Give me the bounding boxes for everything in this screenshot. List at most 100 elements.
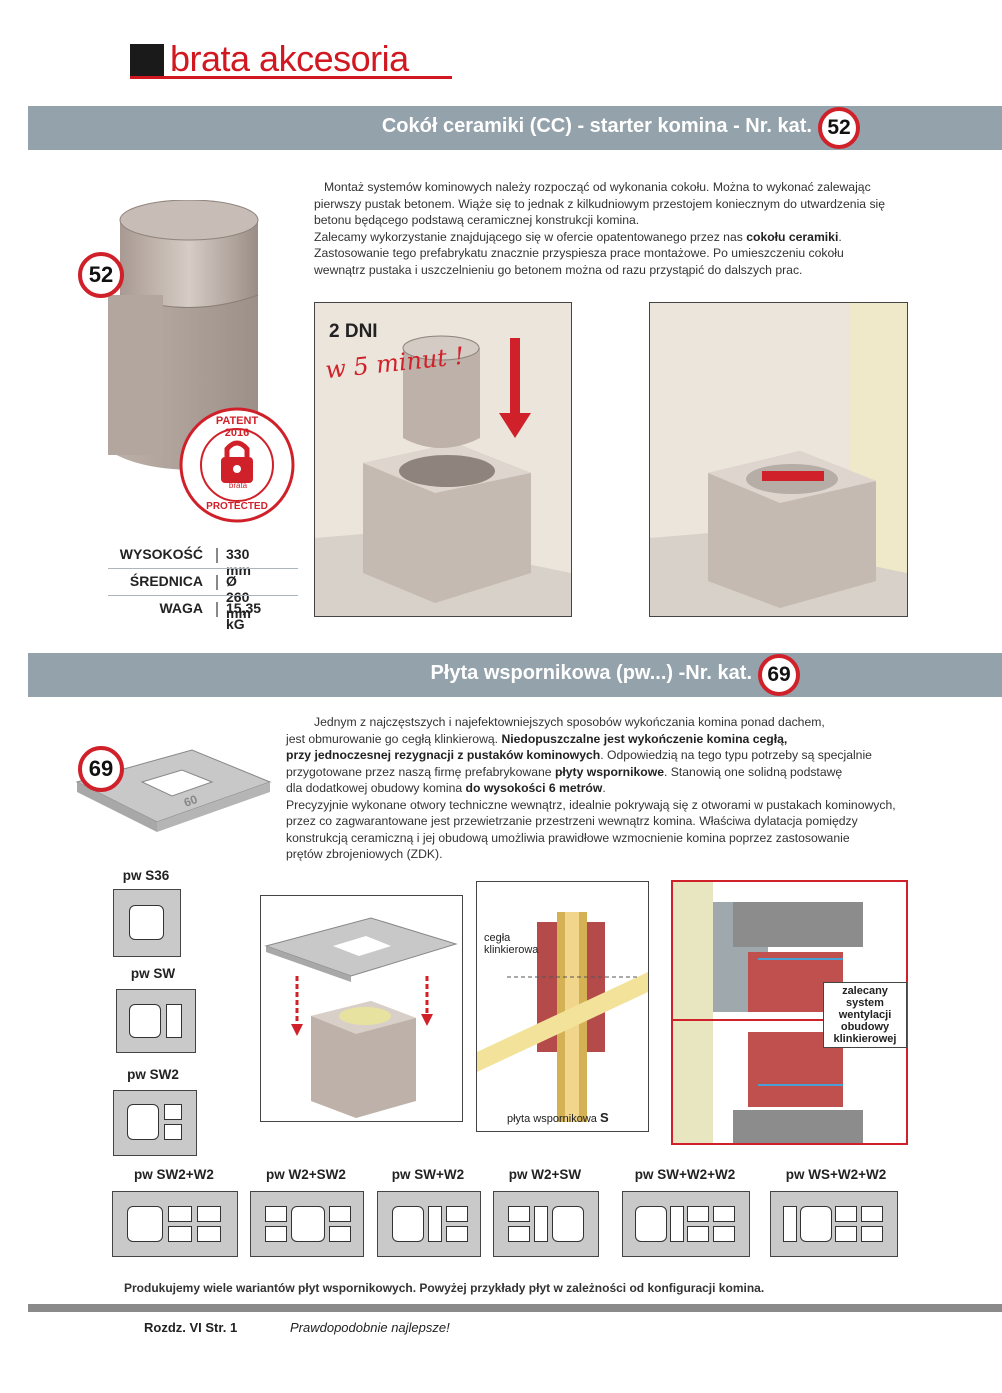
plyta-desc-l7: przez co zagwarantowane jest przewietrza… [286, 814, 858, 828]
plate-hole [164, 1104, 182, 1120]
variant-plate-s36 [113, 889, 181, 957]
plyta-desc-l5c: . [602, 781, 606, 795]
spec-value: Ø 260 mm [226, 573, 251, 621]
plate-hole [127, 1206, 163, 1242]
patent-seal-top-text: PATENT 2016 [215, 415, 259, 439]
variant-plate-sw2-w2 [112, 1191, 238, 1257]
brand-underline [130, 76, 452, 79]
variant-label-sw-w2-w2: pw SW+W2+W2 [634, 1167, 736, 1182]
section-bar-cokol: Cokół ceramiki (CC) - starter komina - N… [28, 106, 1002, 150]
plyta-description: Jednym z najczęstszych i najefektowniejs… [286, 714, 966, 863]
plate-hole [168, 1206, 192, 1222]
variant-label-s36: pw S36 [122, 868, 170, 883]
plate-hole [800, 1206, 832, 1242]
variant-plate-ws-w2-w2 [770, 1191, 898, 1257]
diagram-cross-section-graphic [477, 912, 648, 1122]
variant-label-w2-sw: pw W2+SW [508, 1167, 582, 1182]
spec-separator [216, 575, 218, 590]
section-bar-plyta: Płyta wspornikowa (pw...) -Nr. kat. 69 [28, 653, 1002, 697]
product-badge-52: 52 [78, 252, 124, 298]
plate-hole [835, 1206, 857, 1222]
patent-seal-graphic [179, 407, 295, 523]
plate-hole [129, 905, 164, 940]
diagram-cross-section: cegła klinkierowa płyta wspornikowa S [476, 881, 649, 1132]
variant-plate-sw [116, 989, 196, 1053]
spec-divider [108, 595, 298, 596]
label-plate-suffix: S [599, 1110, 609, 1125]
installation-image-before: 2 DNI w 5 minut ! [314, 302, 572, 617]
plate-hole [392, 1206, 424, 1242]
plyta-desc-l3a: przy jednoczesnej rezygnacji z pustaków … [286, 748, 601, 762]
plate-hole [197, 1206, 221, 1222]
plate-hole [164, 1124, 182, 1140]
cokol-desc-p1: Montaż systemów kominowych należy rozpoc… [314, 180, 886, 227]
plate-hole [713, 1226, 735, 1242]
variant-plate-sw-w2-w2 [622, 1191, 750, 1257]
plyta-desc-l3b: . Odpowiedzią na tego typu potrzeby są s… [600, 748, 872, 762]
page-slogan: Prawdopodobnie najlepsze! [290, 1320, 450, 1335]
plate-hole [291, 1206, 325, 1242]
plate-hole [197, 1226, 221, 1242]
plyta-desc-l2a: jest obmurowanie go cegłą klinkierową. [286, 731, 502, 746]
label-plate: płyta wspornikowa S [507, 1110, 609, 1125]
plate-hole [861, 1206, 883, 1222]
spec-separator [216, 548, 218, 563]
variant-plate-sw-w2 [377, 1191, 481, 1257]
footer-divider [28, 1304, 1002, 1312]
plate-hole [129, 1004, 161, 1038]
plate-hole [713, 1206, 735, 1222]
plate-hole [446, 1206, 468, 1222]
plyta-desc-l5a: dla dodatkowej obudowy komina [286, 781, 466, 795]
diagram-plate-mounting-graphic [264, 917, 458, 1118]
spec-table: WYSOKOŚĆ 330 mm ŚREDNICA Ø 260 mm WAGA 1… [108, 546, 408, 632]
plate-hole [861, 1226, 883, 1242]
cokol-desc-p2a: Zalecamy wykorzystanie znajdującego się … [314, 229, 747, 244]
cokol-desc-p3: Zastosowanie tego prefabrykatu znacznie … [314, 246, 844, 277]
spec-label: WYSOKOŚĆ [119, 546, 203, 562]
plyta-desc-l9: prętów zbrojeniowych (ZDK). [286, 847, 443, 861]
plyta-product-image [75, 749, 272, 832]
spec-divider [108, 568, 298, 569]
plate-hole [428, 1206, 442, 1242]
spec-label: WAGA [159, 600, 203, 616]
brand-name: brata akcesoria [170, 38, 409, 79]
product-badge-69: 69 [78, 746, 124, 792]
plate-hole [687, 1206, 709, 1222]
plate-hole [670, 1206, 684, 1242]
plate-hole [534, 1206, 548, 1242]
patent-seal: PATENT 2016 PROTECTED brata [177, 405, 297, 525]
installation-before-graphic [315, 303, 571, 616]
cokol-description: Montaż systemów kominowych należy rozpoc… [314, 179, 894, 278]
plyta-desc-l4b: płyty wspornikowe [554, 764, 664, 779]
plate-hole [329, 1226, 351, 1242]
variant-plate-sw2 [113, 1090, 197, 1156]
spec-label: ŚREDNICA [129, 573, 203, 589]
plyta-desc-l1: Jednym z najczęstszych i najefektowniejs… [314, 715, 825, 729]
plate-hole [835, 1226, 857, 1242]
plate-hole [635, 1206, 667, 1242]
catalog-number-badge-52: 52 [818, 107, 860, 149]
variant-label-sw: pw SW [130, 966, 176, 981]
installation-after-graphic [650, 303, 907, 616]
spec-separator [216, 602, 218, 617]
plyta-desc-l4c: . Stanowią one solidną podstawę [663, 764, 843, 779]
plyta-desc-l4a: przygotowane przez naszą firmę prefabryk… [286, 764, 555, 779]
section-title-plyta: Płyta wspornikowa (pw...) -Nr. kat. [430, 662, 752, 684]
brand-logo-square [130, 44, 164, 78]
diagram-ventilation-graphic [673, 882, 906, 1143]
variant-label-sw2-w2: pw SW2+W2 [134, 1167, 214, 1182]
plate-hole [508, 1226, 530, 1242]
variant-label-ws-w2-w2: pw WS+W2+W2 [785, 1167, 887, 1182]
variants-footnote: Produkujemy wiele wariantów płyt wsporni… [124, 1281, 765, 1295]
cokol-desc-p2b: cokołu ceramiki [746, 229, 839, 244]
cokol-product-image [108, 200, 259, 470]
variant-label-w2-sw2: pw W2+SW2 [266, 1167, 346, 1182]
variant-label-sw-w2: pw SW+W2 [391, 1167, 465, 1182]
plate-hole [329, 1206, 351, 1222]
ventilation-label: zalecany system wentylacji obudowy klink… [823, 982, 907, 1048]
plate-hole [783, 1206, 797, 1242]
plate-hole [446, 1226, 468, 1242]
plate-hole [127, 1104, 159, 1140]
variant-plate-w2-sw [493, 1191, 599, 1257]
plate-hole [166, 1004, 182, 1038]
